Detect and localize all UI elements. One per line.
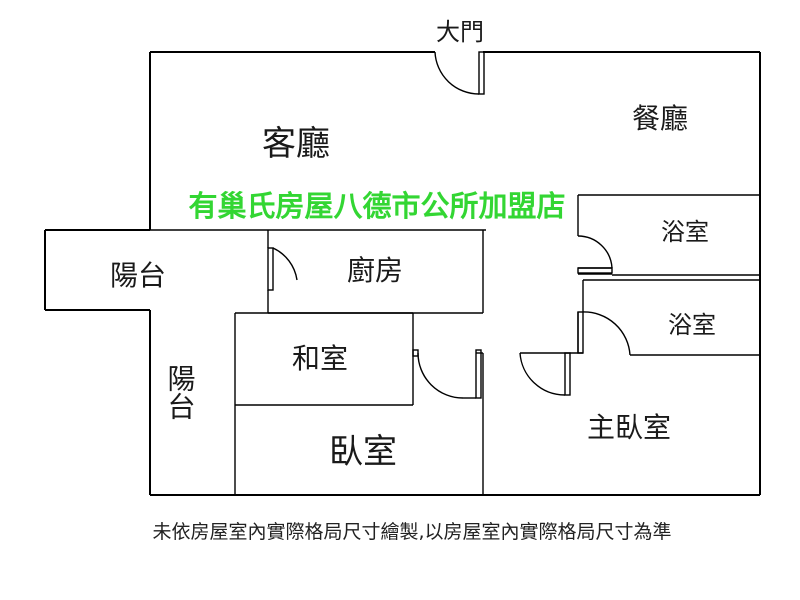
kitchen-label: 廚房 bbox=[347, 254, 403, 287]
balcony-1-label: 陽台 bbox=[110, 259, 166, 292]
japanese-room-label: 和室 bbox=[292, 342, 348, 375]
dining-room-label: 餐廳 bbox=[632, 102, 688, 135]
master-bedroom-label: 主臥室 bbox=[587, 411, 671, 444]
bathroom-1-label: 浴室 bbox=[661, 218, 709, 246]
bedroom-label: 臥室 bbox=[329, 432, 397, 472]
room-labels: 大門 客廳 餐廳 浴室 浴室 陽台 廚房 和室 陽台 臥室 主臥室 bbox=[110, 18, 716, 472]
agency-watermark: 有巢氏房屋八德市公所加盟店 bbox=[188, 189, 565, 223]
entrance-label: 大門 bbox=[436, 18, 484, 46]
balcony-2-label: 陽台 bbox=[164, 364, 197, 420]
doors bbox=[267, 51, 631, 399]
bathroom-2-label: 浴室 bbox=[668, 311, 716, 339]
disclaimer-note: 未依房屋室內實際格局尺寸繪製,以房屋室內實際格局尺寸為準 bbox=[152, 521, 671, 543]
living-room-label: 客廳 bbox=[262, 124, 330, 164]
